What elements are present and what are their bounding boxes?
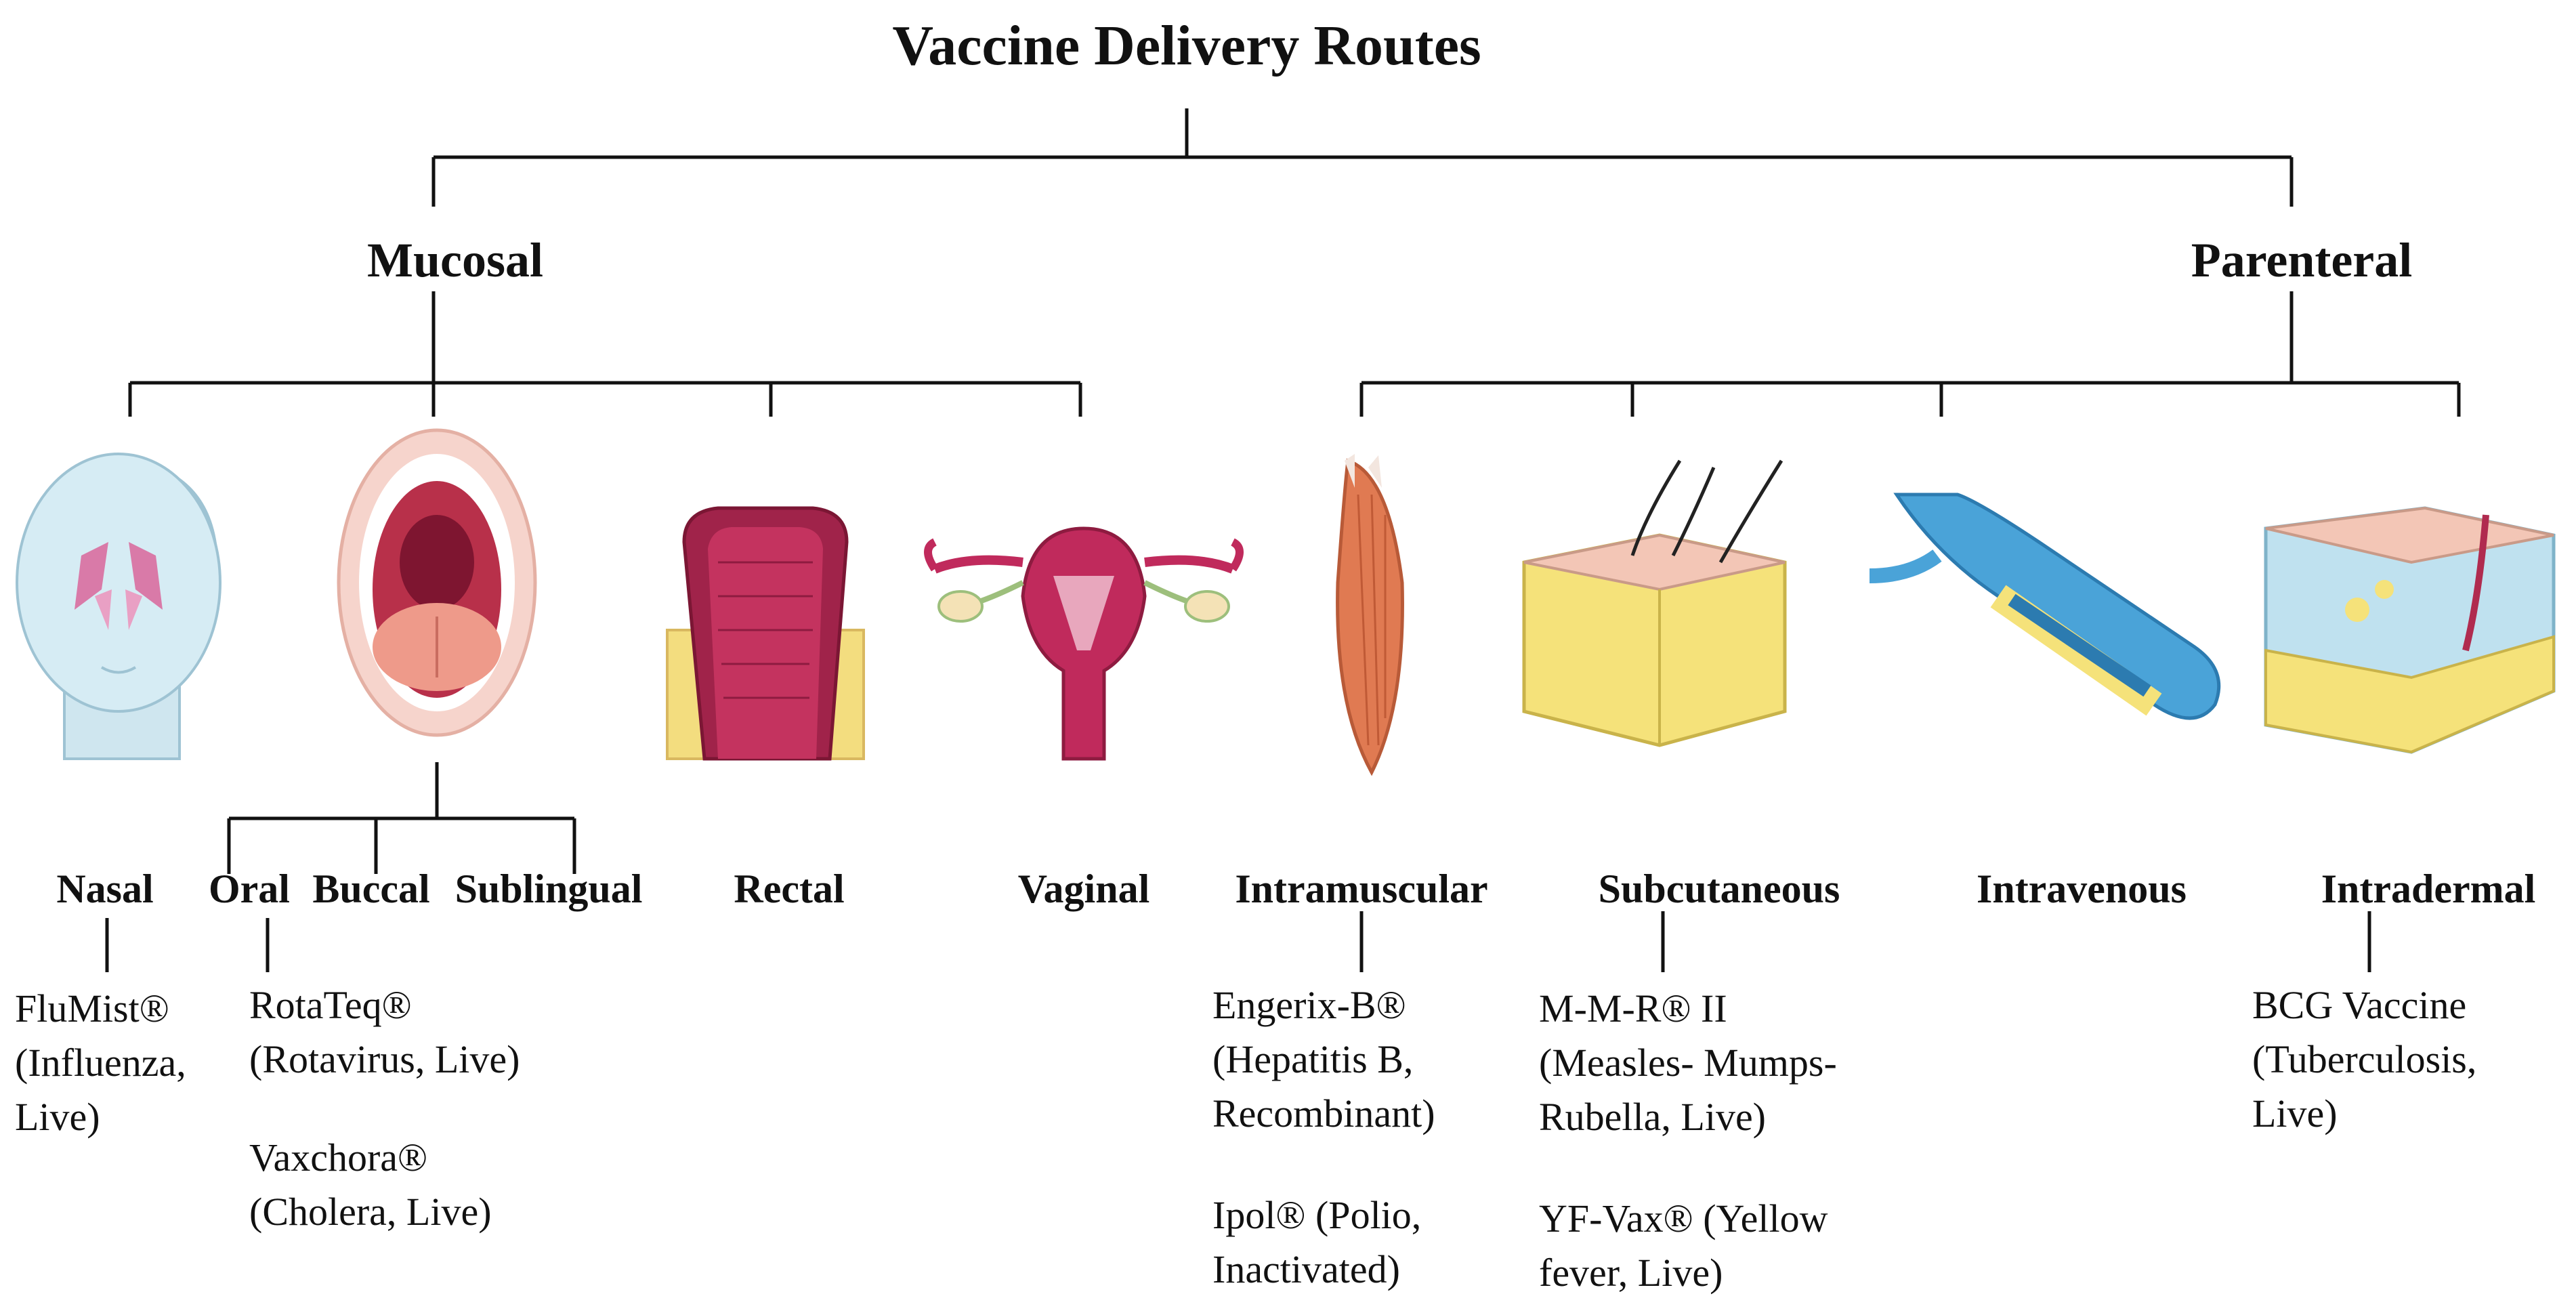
example-nasal-line-3: Live)	[15, 1095, 100, 1139]
example-intramuscular-2-line-2: Inactivated)	[1212, 1247, 1400, 1291]
example-intramuscular-1-line-1: Engerix-B®	[1212, 983, 1406, 1027]
example-nasal-line-1: FluMist®	[15, 986, 169, 1030]
route-intradermal: Intradermal	[2321, 867, 2536, 911]
example-intradermal-line-3: Live)	[2252, 1091, 2338, 1135]
route-oral: Oral	[209, 867, 290, 911]
example-subcutaneous-1-line-2: (Measles- Mumps-	[1539, 1041, 1837, 1085]
example-intramuscular-1-line-2: (Hepatitis B,	[1212, 1037, 1413, 1081]
example-intradermal-line-2: (Tuberculosis,	[2252, 1037, 2476, 1081]
route-intramuscular: Intramuscular	[1235, 867, 1487, 911]
route-nasal: Nasal	[56, 867, 153, 911]
route-buccal: Buccal	[312, 867, 429, 911]
route-rectal: Rectal	[734, 867, 844, 911]
skin-fat-block-illustration	[1522, 459, 1787, 747]
route-sublingual: Sublingual	[455, 867, 643, 911]
route-subcutaneous: Subcutaneous	[1599, 867, 1840, 911]
diagram-title: Vaccine Delivery Routes	[892, 14, 1481, 77]
example-oral-2-line-2: (Cholera, Live)	[249, 1190, 492, 1234]
example-oral-2-line-1: Vaxchora®	[249, 1135, 427, 1180]
example-nasal-line-2: (Influenza,	[15, 1041, 186, 1085]
category-parenteral: Parenteral	[2191, 233, 2413, 287]
mouth-illustration	[337, 428, 537, 737]
skin-layers-illustration	[2264, 506, 2556, 754]
example-subcutaneous-2-line-2: fever, Live)	[1539, 1251, 1723, 1295]
example-intradermal-line-1: BCG Vaccine	[2252, 983, 2466, 1027]
muscle-illustration	[1336, 454, 1404, 776]
head-illustration	[16, 453, 221, 760]
example-intramuscular-2-line-1: Ipol® (Polio,	[1212, 1193, 1421, 1237]
example-subcutaneous-1-line-3: Rubella, Live)	[1539, 1095, 1766, 1139]
example-subcutaneous-2-line-1: YF-Vax® (Yellow	[1539, 1196, 1828, 1240]
vein-illustration	[1869, 493, 2221, 720]
rectum-illustration	[666, 506, 865, 761]
route-vaginal: Vaginal	[1018, 867, 1150, 911]
route-intravenous: Intravenous	[1977, 867, 2187, 911]
example-oral-1-line-2: (Rotavirus, Live)	[249, 1037, 520, 1081]
example-intramuscular-1-line-3: Recombinant)	[1212, 1091, 1435, 1135]
example-subcutaneous-1-line-1: M-M-R® II	[1539, 986, 1727, 1030]
uterus-illustration	[924, 526, 1244, 761]
example-oral-1-line-1: RotaTeq®	[249, 983, 412, 1027]
category-mucosal: Mucosal	[367, 233, 543, 287]
tree-connectors	[105, 108, 2461, 972]
